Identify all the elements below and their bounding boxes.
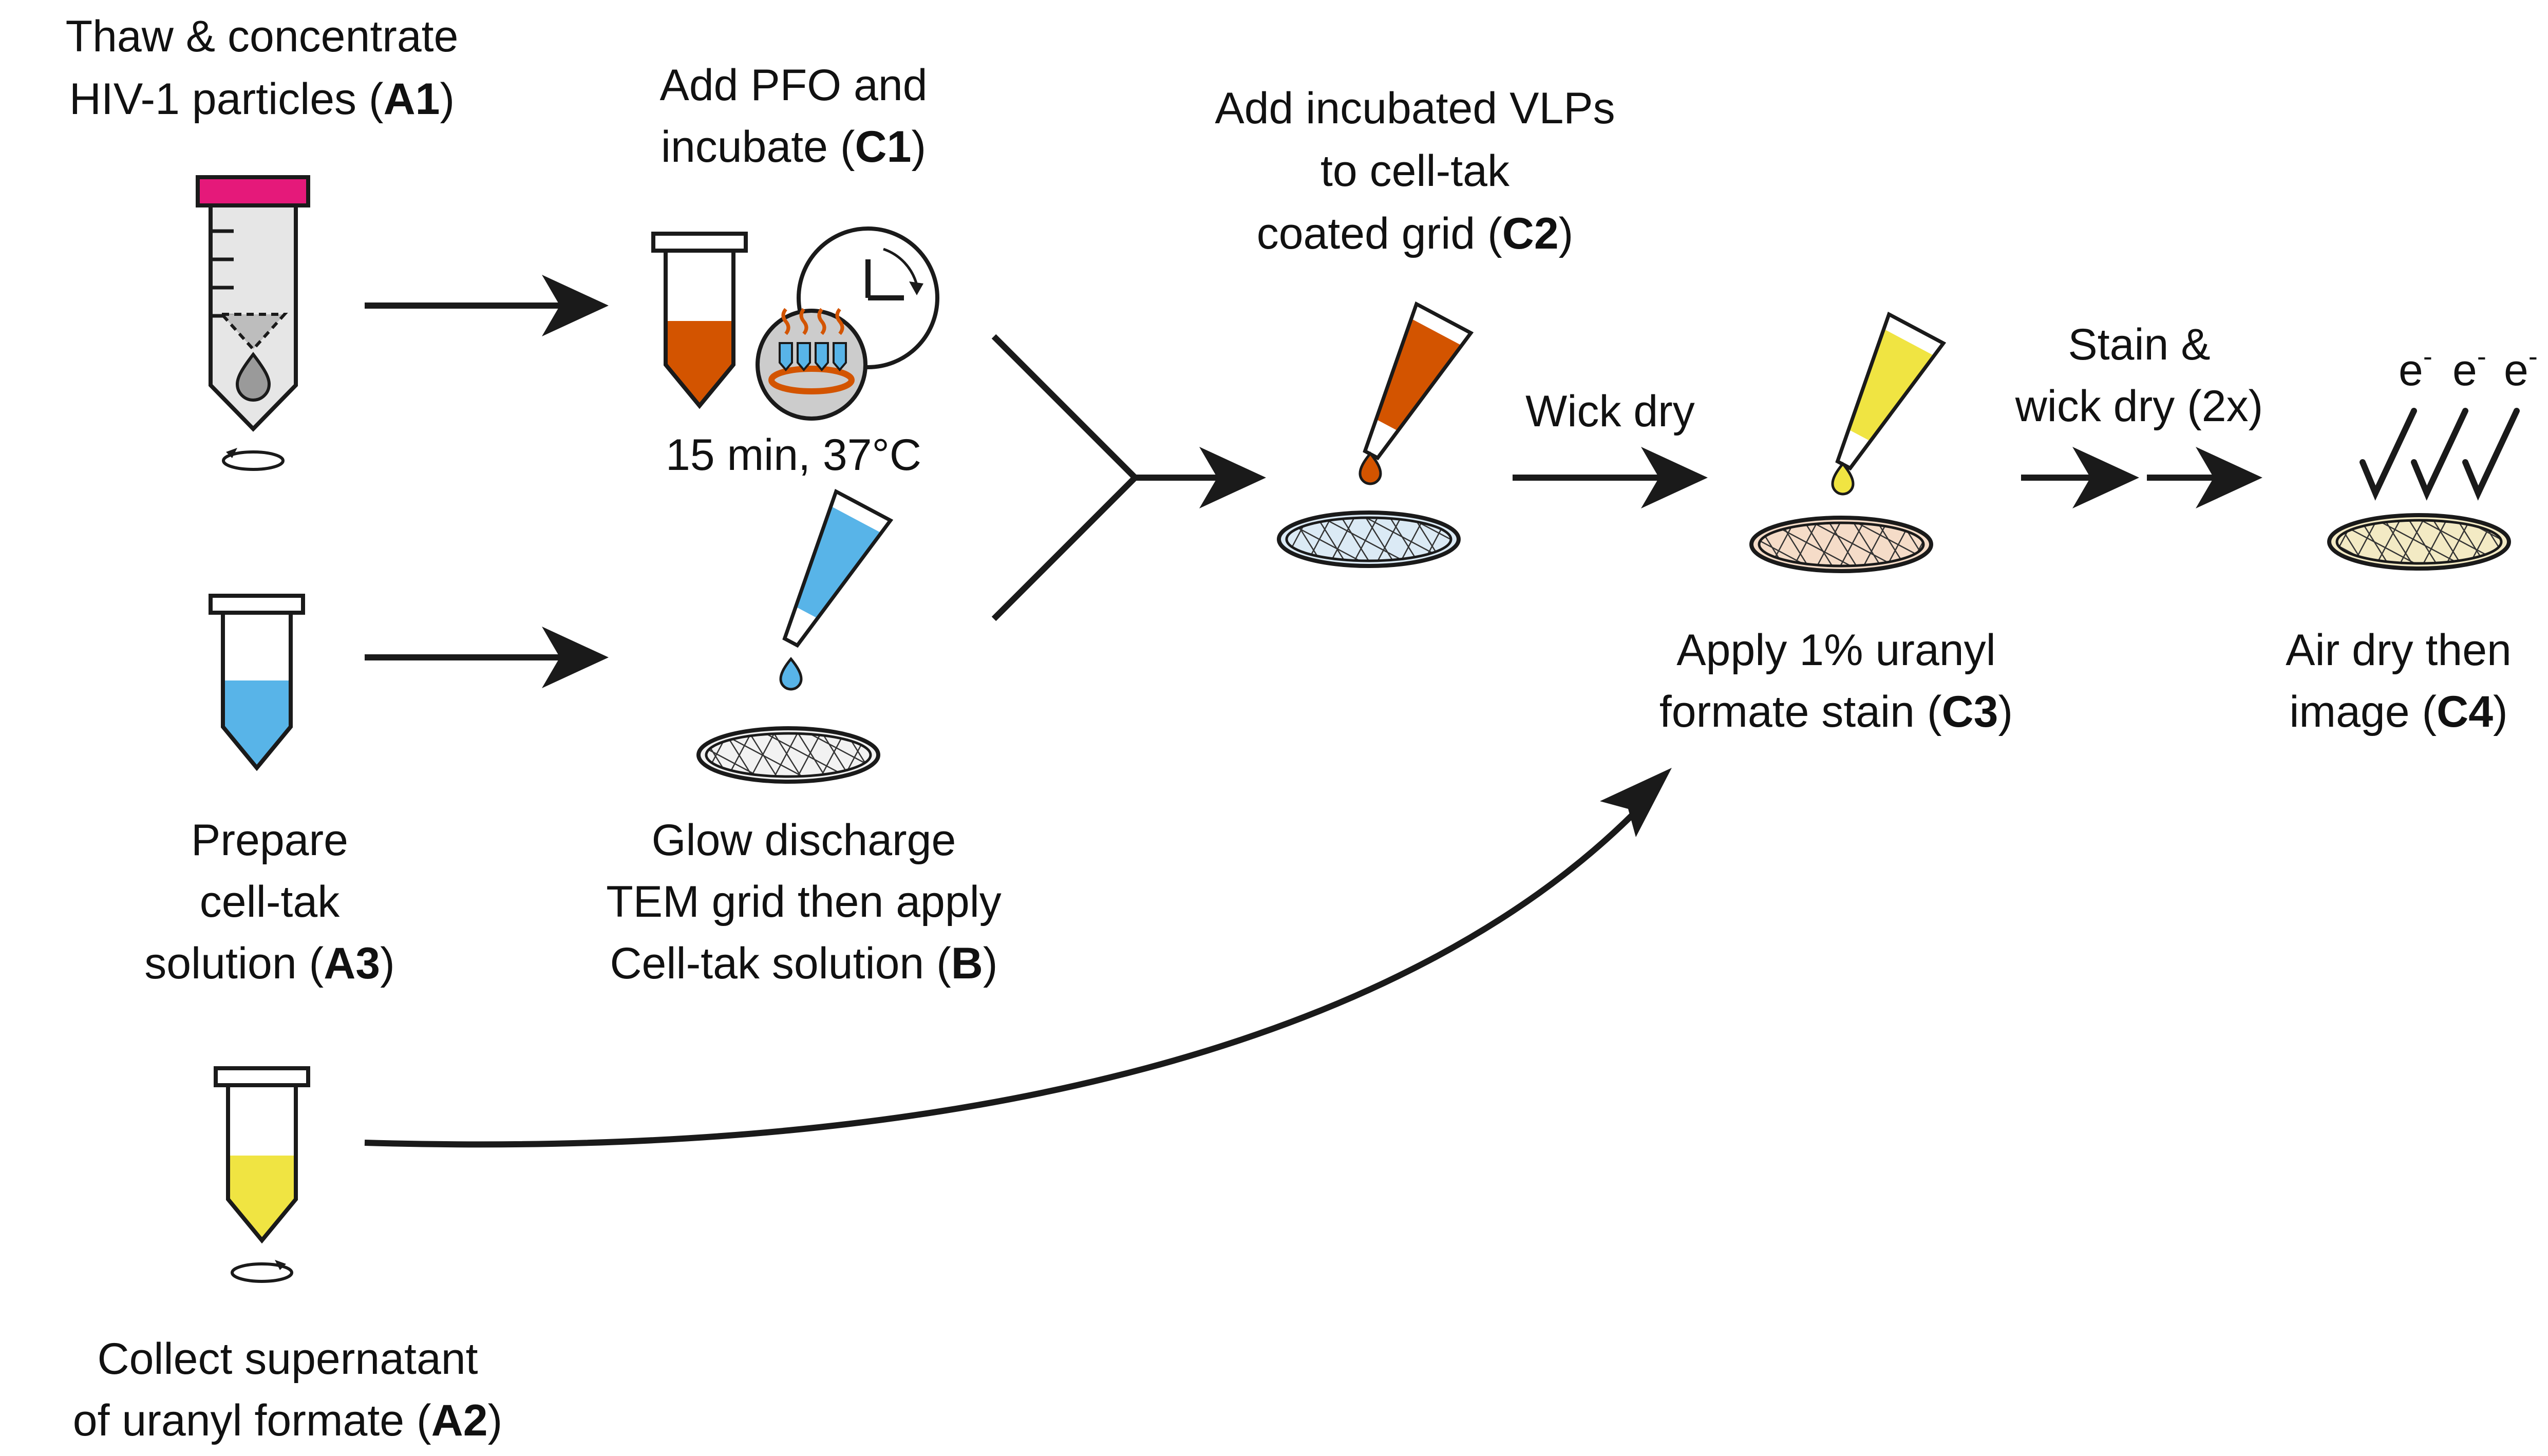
label-c4: Air dry then image (C4) bbox=[2286, 626, 2512, 736]
svg-text:to cell-tak: to cell-tak bbox=[1320, 146, 1510, 196]
svg-text:coated grid (C2): coated grid (C2) bbox=[1257, 209, 1574, 258]
curved-arrow-a2-to-c3 bbox=[364, 768, 1672, 1148]
tem-grid-icon bbox=[2327, 513, 2511, 571]
svg-text:Cell-tak solution (B): Cell-tak solution (B) bbox=[610, 939, 997, 988]
arrow-a1-to-c1 bbox=[365, 275, 609, 336]
arrow-a3-to-b bbox=[365, 627, 609, 688]
spin-icon bbox=[231, 1260, 293, 1283]
label-c1: Add PFO and incubate (C1) bbox=[659, 61, 927, 172]
svg-text:TEM grid then apply: TEM grid then apply bbox=[606, 877, 1002, 926]
arrow-stain-1 bbox=[2021, 447, 2139, 508]
heat-block-icon bbox=[756, 308, 867, 421]
pipette-tip-icon bbox=[1835, 311, 1947, 471]
label-c3: Apply 1% uranyl formate stain (C3) bbox=[1659, 626, 2013, 736]
svg-text:of uranyl formate (A2): of uranyl formate (A2) bbox=[73, 1396, 502, 1445]
svg-text:Apply 1% uranyl: Apply 1% uranyl bbox=[1676, 626, 1995, 675]
svg-text:e-: e- bbox=[2504, 341, 2538, 395]
svg-text:Add PFO and: Add PFO and bbox=[659, 61, 927, 110]
svg-text:Air dry then: Air dry then bbox=[2286, 626, 2512, 675]
droplet-icon bbox=[779, 657, 803, 691]
label-c2: Add incubated VLPs to cell-tak coated gr… bbox=[1215, 84, 1615, 258]
electron-beam-icon bbox=[2360, 408, 2520, 501]
svg-text:Thaw & concentrate: Thaw & concentrate bbox=[66, 12, 459, 61]
svg-text:Prepare: Prepare bbox=[191, 816, 348, 865]
svg-text:Collect supernatant: Collect supernatant bbox=[98, 1334, 478, 1384]
droplet-icon bbox=[1831, 462, 1855, 496]
droplet-icon bbox=[1358, 451, 1382, 485]
pipette-tip-icon bbox=[1363, 301, 1474, 461]
svg-text:wick dry (2x): wick dry (2x) bbox=[2015, 382, 2263, 431]
tem-grid-icon bbox=[1277, 510, 1461, 568]
svg-text:Add incubated VLPs: Add incubated VLPs bbox=[1215, 84, 1615, 133]
svg-text:solution (A3): solution (A3) bbox=[144, 939, 395, 988]
spin-icon bbox=[222, 448, 285, 471]
electron-labels: e- e- e- bbox=[2399, 341, 2538, 395]
arrow-stain-2 bbox=[2147, 447, 2262, 508]
microtube-icon bbox=[209, 594, 305, 771]
merge-arrow-to-c2 bbox=[991, 334, 1266, 621]
label-a3: Prepare cell-tak solution (A3) bbox=[144, 816, 395, 988]
label-incubation-condition: 15 min, 37°C bbox=[666, 430, 921, 480]
tem-grid-icon bbox=[696, 726, 880, 784]
svg-text:cell-tak: cell-tak bbox=[200, 877, 340, 926]
centrifuge-tube-icon bbox=[196, 175, 310, 432]
svg-text:e-: e- bbox=[2452, 341, 2486, 395]
svg-text:image (C4): image (C4) bbox=[2289, 687, 2507, 736]
svg-text:HIV-1 particles (A1): HIV-1 particles (A1) bbox=[69, 74, 455, 124]
tem-grid-icon bbox=[1749, 516, 1933, 573]
svg-text:incubate (C1): incubate (C1) bbox=[661, 122, 926, 172]
svg-text:formate stain (C3): formate stain (C3) bbox=[1659, 687, 2013, 736]
microtube-icon bbox=[214, 1066, 310, 1244]
label-wick-dry: Wick dry bbox=[1525, 387, 1695, 436]
label-stain-wick: Stain & wick dry (2x) bbox=[2015, 320, 2263, 431]
label-a1: Thaw & concentrate HIV-1 particles (A1) bbox=[66, 12, 459, 124]
svg-text:Glow discharge: Glow discharge bbox=[652, 816, 956, 865]
label-a2: Collect supernatant of uranyl formate (A… bbox=[73, 1334, 502, 1445]
pipette-tip-icon bbox=[782, 488, 894, 648]
svg-text:e-: e- bbox=[2399, 341, 2432, 395]
arrow-wick-dry bbox=[1513, 447, 1708, 508]
microtube-icon bbox=[651, 232, 748, 409]
label-b: Glow discharge TEM grid then apply Cell-… bbox=[606, 816, 1002, 988]
svg-text:Stain &: Stain & bbox=[2068, 320, 2210, 369]
